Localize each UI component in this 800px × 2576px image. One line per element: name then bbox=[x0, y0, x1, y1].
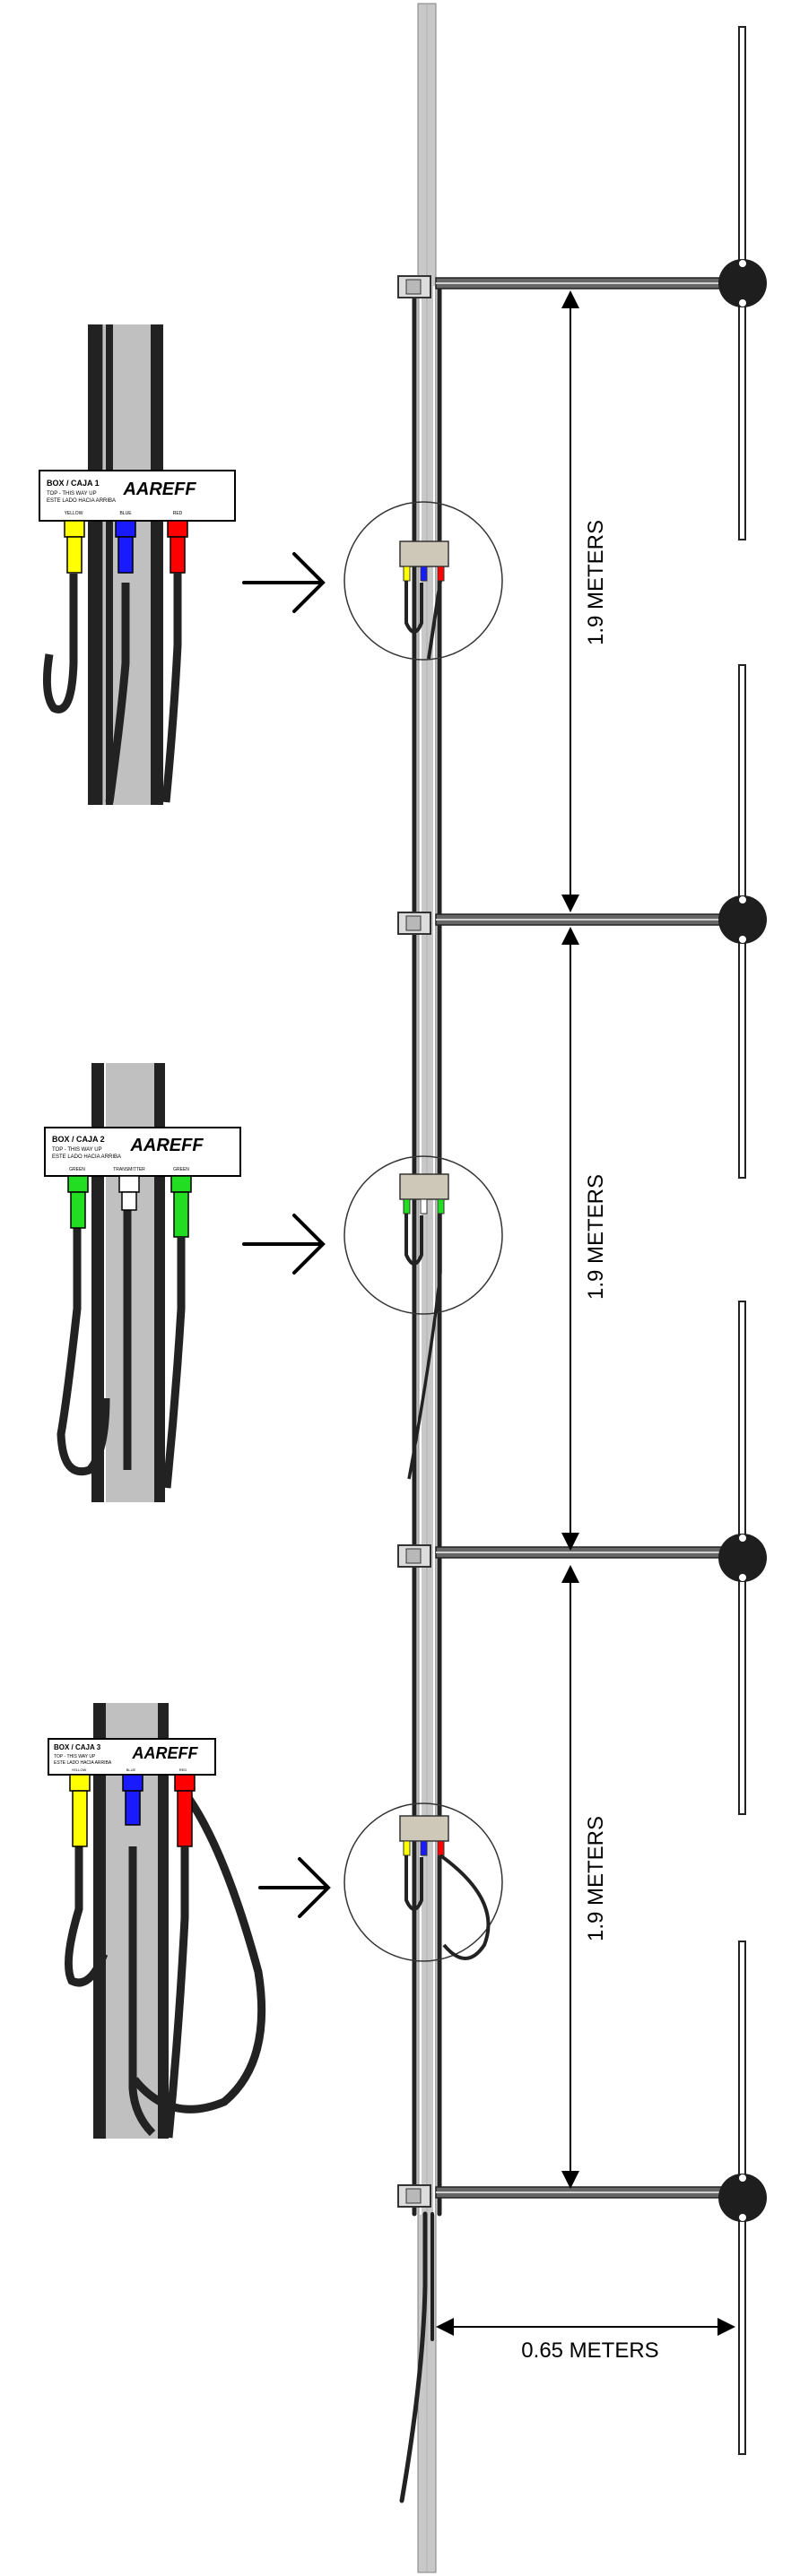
dipole-element-3 bbox=[397, 1301, 767, 1815]
port-label-2: TRANSMITTER bbox=[113, 1167, 145, 1172]
box-brand-logo: AAREFF bbox=[122, 480, 196, 499]
box-subtitle-2: ESTE LADO HACIA ARRIBA bbox=[52, 1154, 121, 1160]
box-title: BOX / CAJA 3 bbox=[54, 1743, 101, 1751]
port-label-1: GREEN bbox=[69, 1167, 85, 1172]
dipole-element-2 bbox=[397, 664, 767, 1179]
box-subtitle-1: TOP - THIS WAY UP bbox=[54, 1754, 96, 1759]
dimension-label-horizontal: 0.65 METERS bbox=[521, 2338, 658, 2363]
splitter-box-3 bbox=[343, 1802, 503, 1962]
port-label-2: BLUE bbox=[119, 511, 132, 516]
port-label-1: YELLOW bbox=[65, 511, 83, 516]
port-label-2: BLUE bbox=[126, 1768, 136, 1772]
dipole-element-1 bbox=[397, 26, 767, 540]
cable-loop-left bbox=[42, 574, 130, 803]
pointer-arrow-1 bbox=[242, 552, 326, 613]
port-label-3: GREEN bbox=[173, 1167, 189, 1172]
box-subtitle-1: TOP - THIS WAY UP bbox=[52, 1147, 102, 1153]
box-subtitle-1: TOP - THIS WAY UP bbox=[47, 491, 97, 497]
dipole-element-4 bbox=[397, 1941, 767, 2455]
box-brand-logo: AAREFF bbox=[132, 1744, 199, 1762]
splitter-box-1 bbox=[343, 501, 503, 661]
dimension-label-vertical-3: 1.9 METERS bbox=[584, 1816, 608, 1941]
splitter-box-2 bbox=[343, 1155, 503, 1480]
cable-loop-left bbox=[57, 1201, 132, 1475]
box-title: BOX / CAJA 2 bbox=[52, 1135, 105, 1144]
dimension-label-vertical-1: 1.9 METERS bbox=[584, 520, 608, 645]
detail-view-box-2: BOX / CAJA 2 TOP - THIS WAY UP ESTE LADO… bbox=[44, 1063, 241, 1502]
box-subtitle-2: ESTE LADO HACIA ARRIBA bbox=[47, 498, 116, 504]
pointer-arrow-3 bbox=[258, 1857, 331, 1918]
port-label-1: YELLOW bbox=[72, 1768, 87, 1772]
box-subtitle-2: ESTE LADO HACIA ARRIBA bbox=[54, 1760, 112, 1766]
detail-view-box-3: BOX / CAJA 3 TOP - THIS WAY UP ESTE LADO… bbox=[48, 1703, 266, 2139]
box-title: BOX / CAJA 1 bbox=[47, 479, 100, 488]
dimension-label-vertical-2: 1.9 METERS bbox=[584, 1174, 608, 1300]
box-brand-logo: AAREFF bbox=[129, 1136, 204, 1155]
detail-view-box-1: BOX / CAJA 1 TOP - THIS WAY UP ESTE LADO… bbox=[39, 324, 236, 805]
port-label-3: RED bbox=[173, 511, 183, 516]
pointer-arrow-2 bbox=[242, 1214, 326, 1275]
cable-loop-left bbox=[64, 1790, 266, 2137]
port-label-3: RED bbox=[179, 1768, 187, 1772]
